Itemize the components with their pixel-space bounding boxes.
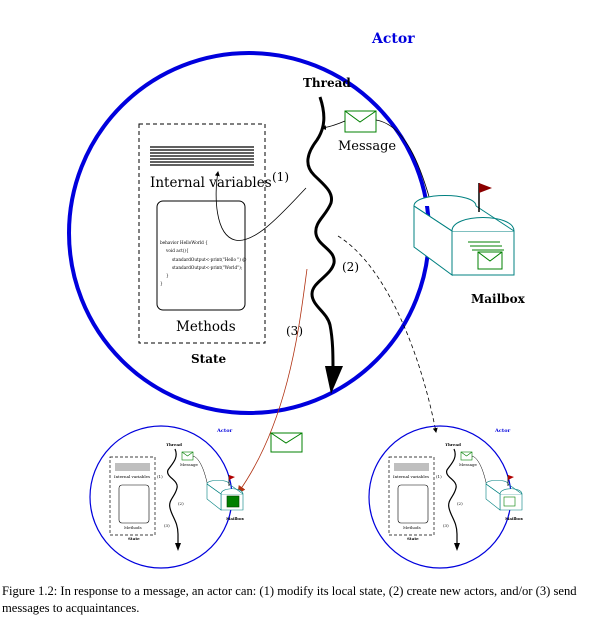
mini-mailbox-label: Mailbox — [226, 516, 245, 521]
mini-thread-label: Thread — [166, 442, 182, 447]
mini-thread-label: Thread — [445, 442, 461, 447]
mini-actor-label: Actor — [494, 428, 511, 434]
mini-state-label: State — [407, 536, 419, 541]
message-to-thread-line — [321, 120, 346, 130]
mini-message-label: Message — [459, 462, 478, 467]
mini-n2: (2) — [457, 501, 463, 506]
mailbox-to-message-line — [375, 119, 431, 201]
mini-message-label: Message — [180, 462, 199, 467]
figure-caption: Figure 1.2: In response to a message, an… — [2, 584, 577, 615]
mini-actor-left: Actor Internal variables Methods State T… — [89, 425, 245, 569]
thread-line — [306, 96, 336, 373]
actor-model-diagram: Actor Internal variables behavior HelloW… — [67, 31, 526, 569]
send-message-arrow — [237, 268, 308, 494]
mini-state-label: State — [128, 536, 140, 541]
mini-n1: (1) — [436, 474, 442, 479]
mini-methods-label: Methods — [403, 525, 421, 530]
sent-message-envelope-icon — [270, 432, 303, 453]
mini-actor-right: Actor Internal variables Methods State T… — [368, 425, 524, 569]
code-line: behavior HelloWorld { — [160, 240, 208, 245]
mini-mailbox-icon — [485, 479, 523, 511]
state-box — [138, 123, 266, 344]
methods-box — [156, 200, 246, 311]
code-line: void act(){ — [165, 248, 189, 253]
thread-arrowhead — [325, 366, 343, 394]
state-label: State — [191, 352, 227, 366]
main-actor: Actor Internal variables behavior HelloW… — [67, 31, 526, 494]
actor-circle — [67, 51, 431, 415]
mini-n1: (1) — [157, 474, 163, 479]
mini-incoming-envelope-icon — [226, 495, 240, 508]
modify-state-arrow — [214, 171, 307, 241]
create-actor-arrow — [337, 235, 438, 433]
mailbox-icon — [413, 195, 515, 276]
actor-label: Actor — [371, 31, 415, 47]
thread-label: Thread — [303, 76, 351, 90]
mini-actor-label: Actor — [216, 428, 233, 434]
action-label-3: (3) — [286, 324, 303, 338]
mini-internal-label: Internal variables — [114, 474, 150, 479]
message-label: Message — [338, 139, 396, 154]
methods-label: Methods — [176, 319, 236, 335]
mini-mailbox-label: Mailbox — [505, 516, 524, 521]
code-line: } — [160, 281, 163, 286]
action-label-2: (2) — [342, 260, 359, 274]
mini-n3: (3) — [443, 523, 449, 528]
code-line: standardOutput<-print("World"); — [172, 265, 242, 270]
mini-methods-label: Methods — [124, 525, 142, 530]
mailbox-flag-icon — [478, 183, 492, 212]
mini-n2: (2) — [178, 501, 184, 506]
methods-code: behavior HelloWorld { void act(){ standa… — [160, 240, 246, 286]
internal-variables-label: Internal variables — [150, 175, 272, 191]
action-label-1: (1) — [272, 170, 289, 184]
mailbox-label: Mailbox — [471, 292, 526, 306]
mini-internal-label: Internal variables — [393, 474, 429, 479]
internal-variables-stripes — [150, 146, 254, 166]
mini-n3: (3) — [164, 523, 170, 528]
code-line: } — [166, 273, 169, 278]
message-envelope-icon — [344, 110, 377, 133]
code-line: standardOutput<-print("Hello ") @ — [172, 257, 246, 262]
